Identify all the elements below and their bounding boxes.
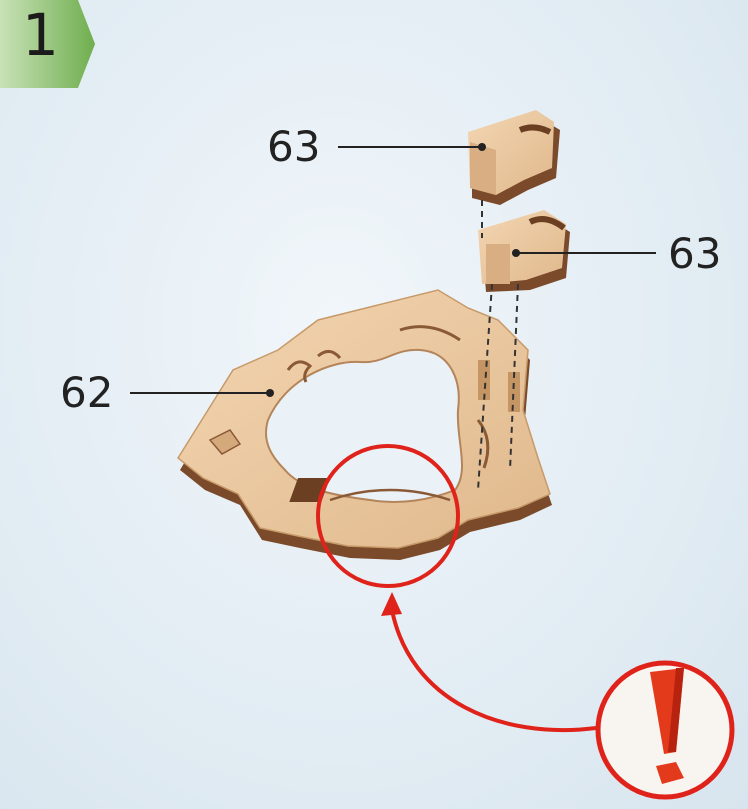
part-label-63-right: 63: [668, 233, 721, 275]
warning-badge: [598, 663, 732, 797]
leader-dot-top-63: [478, 143, 486, 151]
arrowhead: [381, 592, 402, 616]
frame-part-62: [178, 290, 552, 560]
clip-part-63-top: [468, 110, 560, 205]
part-label-62: 62: [60, 372, 113, 414]
clip-part-63-lower: [478, 210, 570, 292]
part-label-63-top: 63: [267, 126, 320, 168]
callout-arrow: [392, 610, 596, 730]
leader-dot-62: [266, 389, 274, 397]
leader-dot-right-63: [512, 249, 520, 257]
